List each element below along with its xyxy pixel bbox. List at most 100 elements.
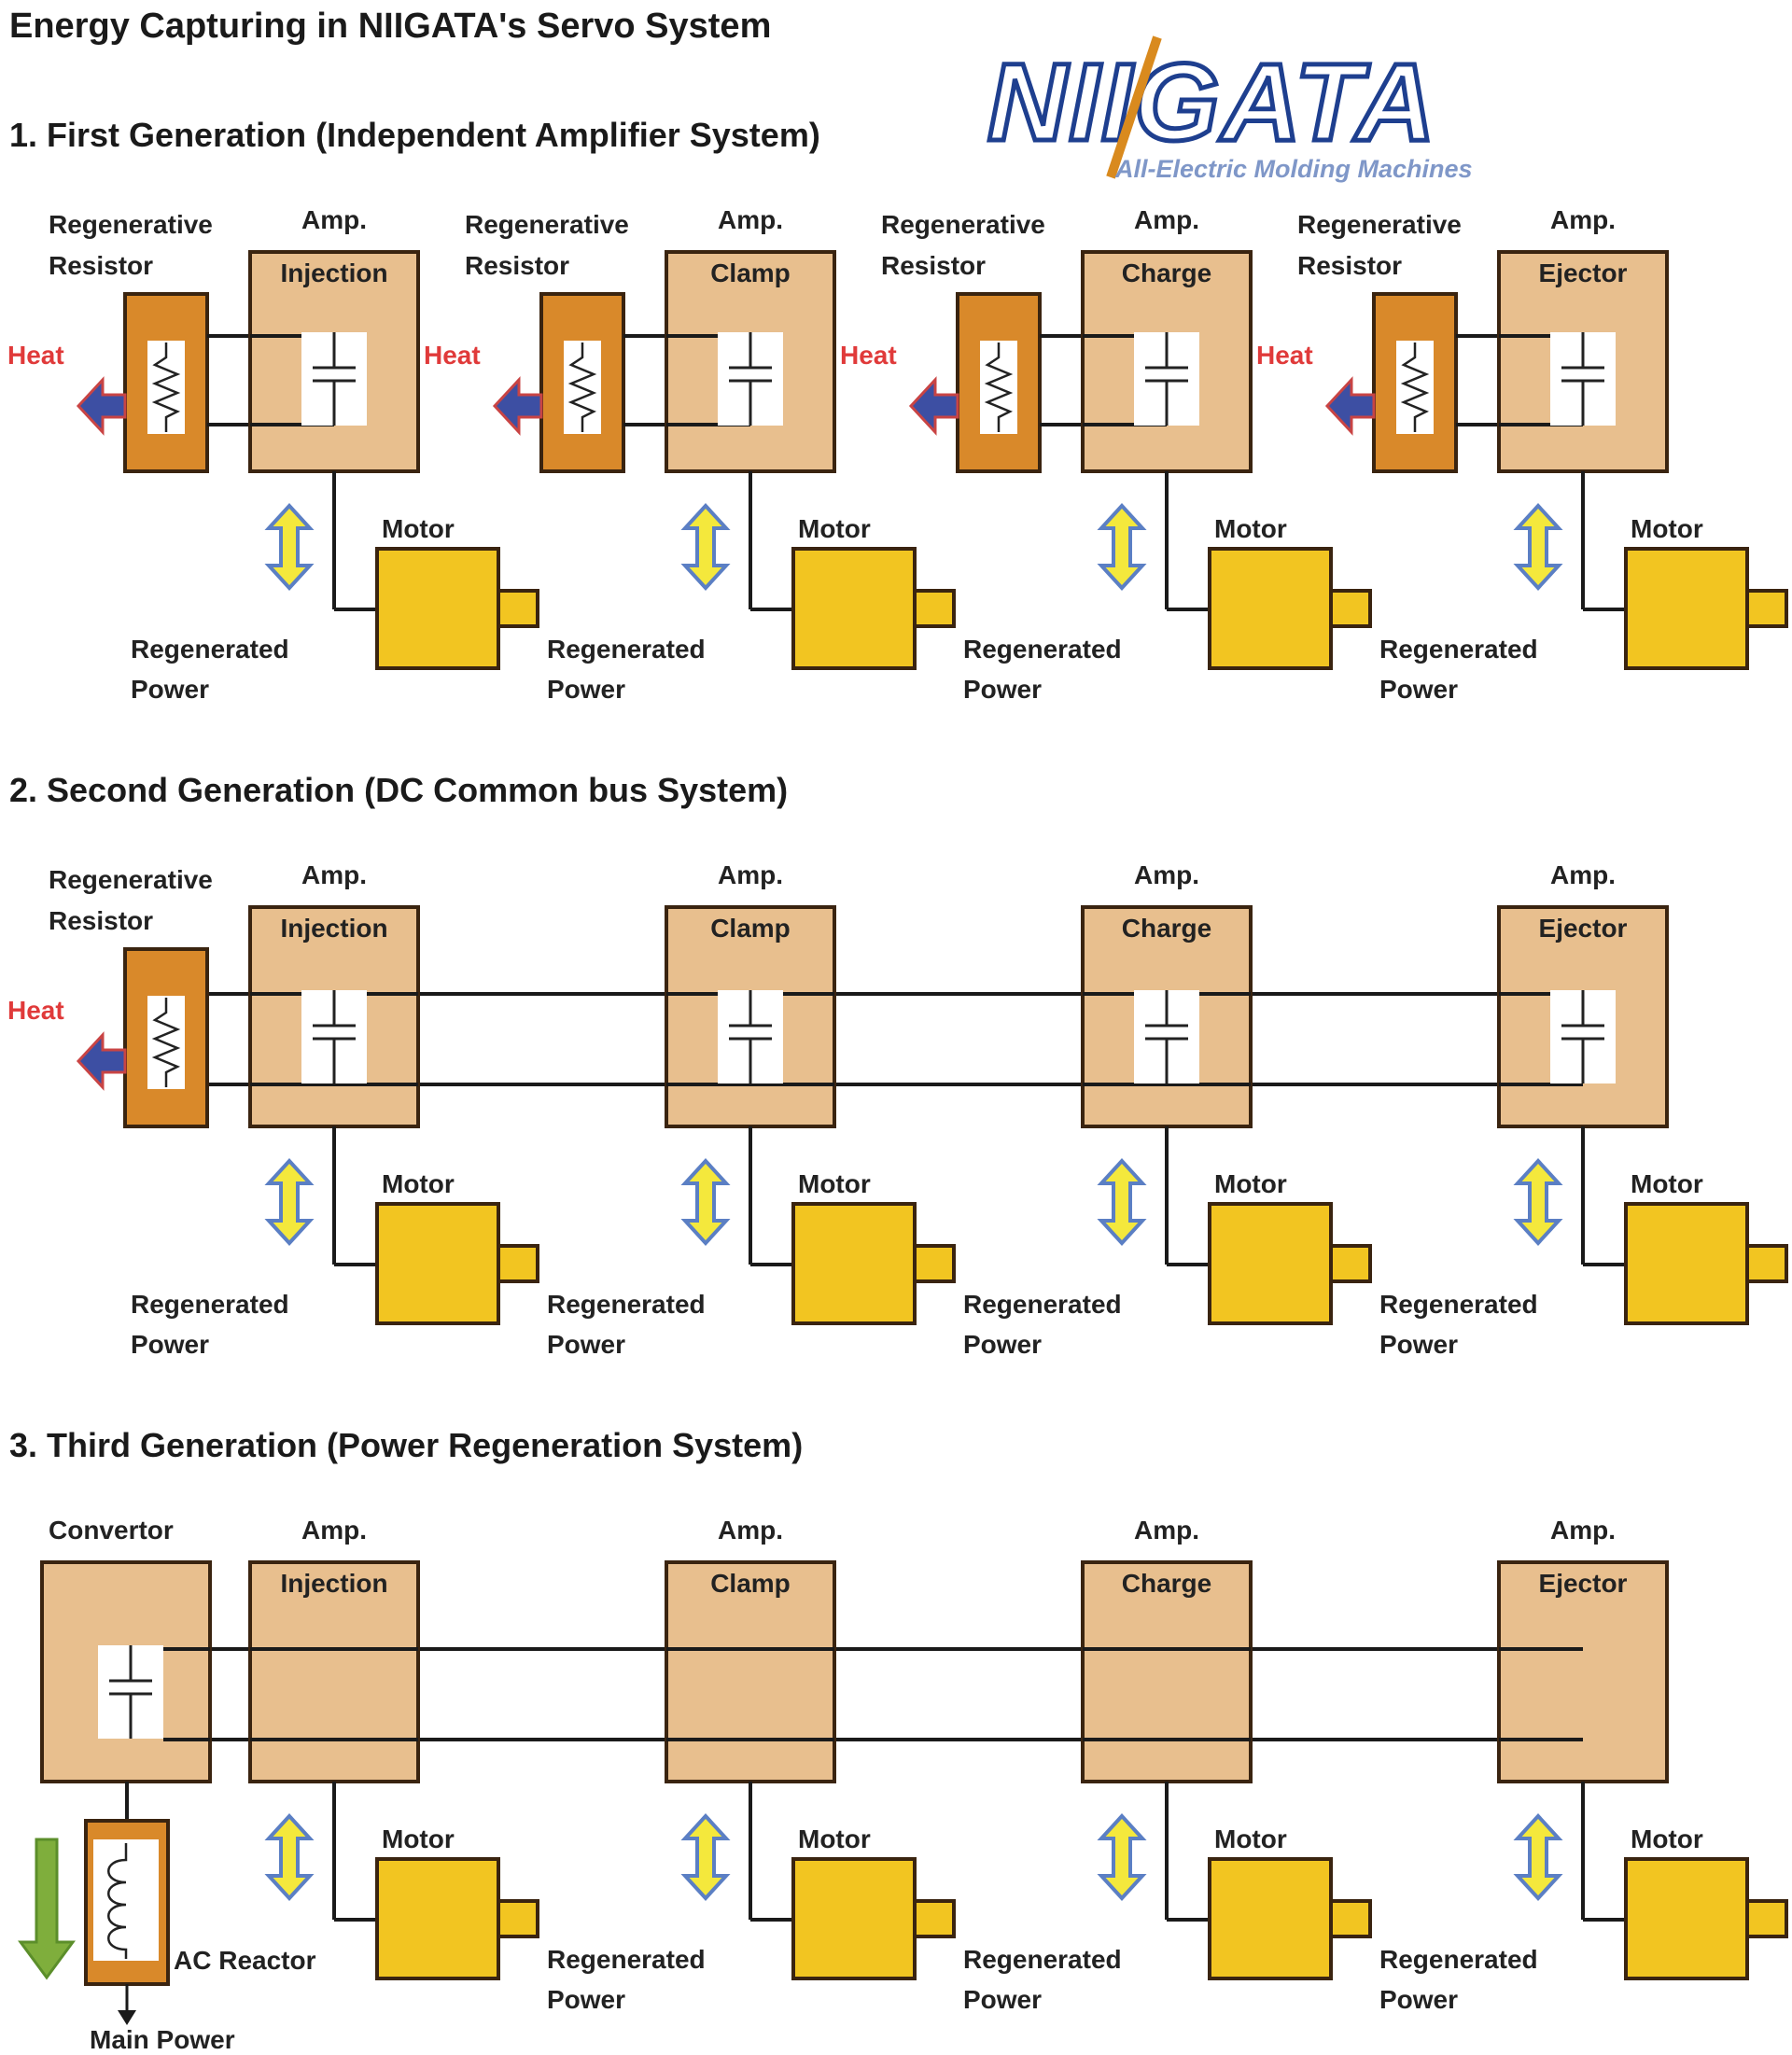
motor-shaft xyxy=(913,589,956,628)
amp-axis-label: Injection xyxy=(280,259,387,287)
amp-axis-label: Ejector xyxy=(1539,259,1628,287)
heat-label: Heat xyxy=(840,341,897,370)
amp-label: Amp. xyxy=(1134,205,1199,234)
motor-body xyxy=(375,1857,500,1980)
amplifier-box xyxy=(665,1560,836,1783)
capacitor-symbol xyxy=(98,1644,163,1740)
amp-label: Amp. xyxy=(1550,860,1616,889)
motor-label: Motor xyxy=(798,514,871,543)
motor-body xyxy=(375,1202,500,1325)
amp-axis-label: Injection xyxy=(280,1569,387,1598)
regenerated-power-label-line-2: Power xyxy=(1379,1985,1458,2014)
motor xyxy=(375,1857,539,1980)
motor xyxy=(1624,1202,1788,1325)
amp-label: Amp. xyxy=(301,205,367,234)
motor-body xyxy=(791,547,917,670)
amp-axis-label: Injection xyxy=(280,914,387,943)
regenerative-resistor-label-line-2: Resistor xyxy=(49,251,153,280)
motor-label: Motor xyxy=(382,514,455,543)
regenerated-power-arrow xyxy=(1513,1813,1563,1901)
motor-shaft xyxy=(1745,1244,1788,1283)
amp-axis-label: Ejector xyxy=(1539,914,1628,943)
heat-label: Heat xyxy=(1256,341,1313,370)
generation-title: 3. Third Generation (Power Regeneration … xyxy=(9,1426,803,1464)
motor-body xyxy=(1624,1202,1749,1325)
generation-title: 1. First Generation (Independent Amplifi… xyxy=(9,116,820,154)
motor-shaft xyxy=(1745,589,1788,628)
generation-title: 2. Second Generation (DC Common bus Syst… xyxy=(9,771,788,809)
resistor-symbol xyxy=(147,341,185,434)
convertor-label: Convertor xyxy=(49,1516,174,1545)
motor-label: Motor xyxy=(1214,514,1287,543)
motor-label: Motor xyxy=(382,1169,455,1198)
main-power-arrowhead xyxy=(118,2010,136,2025)
motor-shaft xyxy=(913,1899,956,1938)
regenerated-power-label-line-1: Regenerated xyxy=(547,635,706,664)
regenerative-resistor-label-line-1: Regenerative xyxy=(465,210,629,239)
amplifier-box xyxy=(1497,1560,1669,1783)
motor-body xyxy=(1208,547,1333,670)
regenerated-power-label-line-2: Power xyxy=(131,675,209,704)
resistor-symbol xyxy=(1396,341,1434,434)
amp-label: Amp. xyxy=(718,860,783,889)
amp-axis-label: Ejector xyxy=(1539,1569,1628,1598)
regenerative-resistor-label-line-1: Regenerative xyxy=(49,865,213,894)
motor-body xyxy=(375,547,500,670)
regenerative-resistor-label-line-1: Regenerative xyxy=(1297,210,1462,239)
amp-label: Amp. xyxy=(301,1516,367,1545)
regenerative-resistor xyxy=(956,292,1042,473)
regenerated-power-label-line-2: Power xyxy=(963,675,1042,704)
motor-shaft xyxy=(1329,1244,1372,1283)
amp-axis-label: Clamp xyxy=(710,1569,791,1598)
amp-axis-label: Clamp xyxy=(710,914,791,943)
regenerated-power-label-line-1: Regenerated xyxy=(963,1290,1122,1319)
amplifier-box xyxy=(248,1560,420,1783)
motor xyxy=(791,1857,956,1980)
regenerated-power-arrow xyxy=(264,1158,315,1246)
amp-label: Amp. xyxy=(718,1516,783,1545)
logo-slash xyxy=(1106,35,1162,179)
amp-label: Amp. xyxy=(301,860,367,889)
resistor-symbol xyxy=(980,341,1017,434)
regenerated-power-arrow xyxy=(1097,1813,1147,1901)
amp-axis-label: Charge xyxy=(1122,1569,1211,1598)
motor xyxy=(1208,1202,1372,1325)
heat-arrow xyxy=(908,376,959,436)
page-title: Energy Capturing in NIIGATA's Servo Syst… xyxy=(9,7,771,46)
regenerated-power-arrow xyxy=(1097,503,1147,591)
ac-reactor-label: AC Reactor xyxy=(174,1946,316,1975)
regenerated-power-arrow xyxy=(1513,1158,1563,1246)
generation-1: 1. First Generation (Independent Amplifi… xyxy=(7,116,1788,704)
motor xyxy=(375,547,539,670)
regenerated-power-arrow xyxy=(680,1813,731,1901)
capacitor-symbol xyxy=(718,989,783,1084)
regenerated-power-label-line-1: Regenerated xyxy=(547,1290,706,1319)
regenerated-power-arrow xyxy=(1097,1158,1147,1246)
motor xyxy=(1624,547,1788,670)
generation-3: 3. Third Generation (Power Regeneration … xyxy=(9,1426,1788,2054)
amp-unit-injection: RegenerativeResistorHeatAmp.InjectionMot… xyxy=(7,205,539,704)
motor-body xyxy=(1624,1857,1749,1980)
motor-body xyxy=(791,1857,917,1980)
capacitor-symbol xyxy=(1550,331,1616,426)
regenerated-power-arrow xyxy=(680,503,731,591)
heat-arrow xyxy=(76,376,127,436)
amp-unit-charge: RegenerativeResistorHeatAmp.ChargeMotorR… xyxy=(840,205,1372,704)
regenerated-power-label-line-1: Regenerated xyxy=(131,1290,289,1319)
motor xyxy=(791,1202,956,1325)
heat-label: Heat xyxy=(7,341,64,370)
regenerated-power-label-line-2: Power xyxy=(547,1985,625,2014)
logo-wordmark: NIIGATA xyxy=(987,41,1437,164)
capacitor-symbol xyxy=(1550,989,1616,1084)
motor-label: Motor xyxy=(798,1169,871,1198)
motor-label: Motor xyxy=(1214,1169,1287,1198)
motor-label: Motor xyxy=(1631,1824,1703,1853)
